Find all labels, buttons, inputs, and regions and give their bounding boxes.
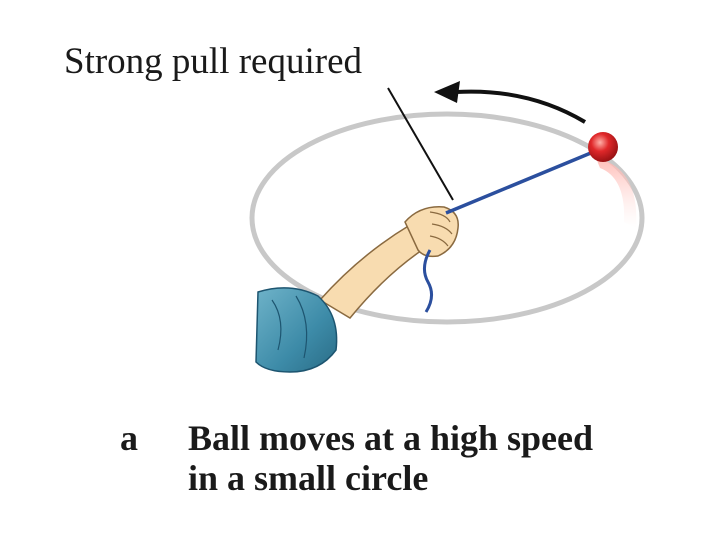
- strong-pull-label: Strong pull required: [64, 41, 363, 82]
- ball-motion-trail: [596, 158, 637, 228]
- string-loose-end: [423, 249, 433, 313]
- sleeve: [255, 287, 338, 373]
- caption-letter: a: [120, 418, 138, 458]
- direction-arrowhead: [434, 81, 460, 103]
- direction-arrow: [455, 89, 587, 124]
- caption-line-2: in a small circle: [188, 458, 429, 498]
- arm: [318, 223, 427, 319]
- label-leader-line: [387, 87, 454, 201]
- ball: [588, 132, 618, 162]
- caption-line-1: Ball moves at a high speed: [188, 418, 594, 458]
- orbit-path: [249, 111, 645, 325]
- sleeve-folds: [271, 295, 308, 359]
- hand-fingers: [429, 211, 453, 247]
- string: [445, 148, 599, 215]
